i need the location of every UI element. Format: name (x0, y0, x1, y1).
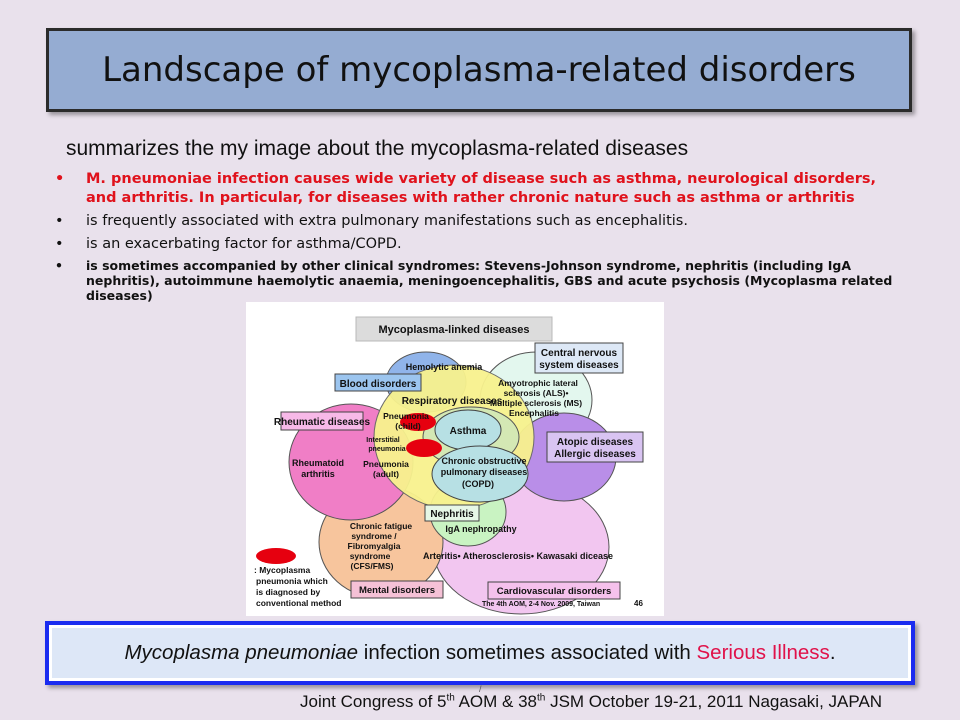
diagram-heading: Mycoplasma-linked diseases (378, 324, 529, 336)
cns-box (534, 342, 624, 374)
arteritis-label: Arteritis• Atherosclerosis• Kawasaki dic… (423, 551, 613, 561)
cfs-label-1: Chronic fatigue (350, 521, 413, 531)
interstitial-label-2: pneumonia (368, 446, 405, 453)
pneumonia-child-label-1: Pneumonia (383, 411, 429, 421)
footer-part-1: Joint Congress of 5 (300, 692, 447, 711)
banner: Mycoplasma pneumoniae infection sometime… (45, 621, 915, 685)
interstitial-label-1: Interstitial (366, 437, 400, 444)
als-label-3: Multiple sclerosis (MS) (490, 398, 582, 408)
cfs-label-3: Fibromyalgia (348, 541, 401, 551)
legend-line-2: pneumonia which (256, 576, 328, 586)
rheumatoid-label-2: arthritis (301, 469, 335, 479)
pneumonia-child-label-2: (child) (395, 421, 421, 431)
page-title: Landscape of mycoplasma-related disorder… (102, 50, 856, 90)
pneumonia-red-marker (400, 413, 436, 431)
als-label-4: Encephalitis (509, 408, 559, 418)
footer-sup-1: th (446, 692, 455, 704)
mental-box (350, 580, 444, 599)
atopic-box (546, 431, 644, 463)
pneumonia-red-marker (406, 439, 442, 457)
cfs-label-2: syndrome / (351, 531, 397, 541)
bullet-item: • is sometimes accompanied by other clini… (50, 258, 910, 303)
legend-line-3: is diagnosed by (256, 587, 321, 597)
copd-label-1: Chronic obstructive (441, 456, 526, 466)
iga-label: IgA nephropathy (445, 524, 516, 534)
bullet-item: • M. pneumoniae infection causes wide var… (50, 170, 910, 208)
blood-disorders-label: Blood disorders (340, 379, 417, 390)
banner-end: . (829, 641, 836, 664)
atopic-label-1: Atopic diseases (557, 437, 634, 448)
bullet-icon: • (55, 171, 65, 187)
slide-page-number: 46 (634, 599, 643, 608)
disease-diagram: Mycoplasma-linked diseases Blood disorde… (246, 302, 664, 616)
footer: Joint Congress of 5th AOM & 38th JSM Oct… (300, 692, 882, 712)
banner-middle: infection sometimes associated with (358, 641, 697, 664)
respiratory-label: Respiratory diseases (402, 396, 503, 407)
rheumatoid-label-1: Rheumatoid (292, 458, 344, 468)
pneumonia-adult-label-1: Pneumonia (363, 459, 409, 469)
als-label-1: Amyotrophic lateral (498, 378, 578, 388)
asthma-label: Asthma (450, 426, 487, 437)
bullet-icon: • (55, 213, 64, 229)
cardio-box (487, 581, 621, 600)
blood-disorders-box (334, 373, 422, 392)
bullet-list: • M. pneumoniae infection causes wide var… (50, 170, 910, 303)
nephritis-box (424, 504, 480, 522)
legend-line-4: conventional method (256, 598, 341, 608)
cardio-label: Cardiovascular disorders (497, 586, 612, 597)
rheumatic-box (280, 411, 364, 431)
footer-part-3: JSM October 19-21, 2011 Nagasaki, JAPAN (545, 692, 883, 711)
rheumatic-label: Rheumatic diseases (274, 417, 371, 428)
als-label-2: sclerosis (ALS)• (504, 388, 569, 398)
legend-red-marker (256, 548, 296, 564)
subtitle: summarizes the my image about the mycopl… (66, 137, 689, 160)
atopic-label-2: Allergic diseases (554, 449, 636, 460)
legend-line-1: : Mycoplasma (254, 565, 310, 575)
bullet-icon: • (55, 236, 64, 252)
bullet-item: • is frequently associated with extra pul… (50, 212, 910, 231)
cns-label-1: Central nervous (541, 348, 618, 359)
bullet-text: is frequently associated with extra pulm… (86, 213, 688, 229)
banner-italic: Mycoplasma pneumoniae (124, 641, 359, 664)
footer-part-2: AOM & 38 (454, 692, 538, 711)
conference-note: The 4th AOM, 2-4 Nov. 2009, Taiwan (482, 601, 600, 608)
cns-label-2: system diseases (539, 360, 619, 371)
bullet-text: is sometimes accompanied by other clinic… (86, 258, 893, 303)
slash-mark: / (479, 684, 482, 694)
copd-label-3: (COPD) (462, 479, 494, 489)
footer-sup-2: th (537, 692, 546, 704)
hemolytic-anemia-label: Hemolytic anemia (406, 362, 484, 372)
title-box: Landscape of mycoplasma-related disorder… (46, 28, 912, 112)
diagram-heading-box (355, 316, 553, 342)
banner-inner: Mycoplasma pneumoniae infection sometime… (52, 628, 908, 678)
bullet-item: • is an exacerbating factor for asthma/CO… (50, 235, 910, 254)
cfs-label-5: (CFS/FMS) (351, 561, 394, 571)
nephritis-label: Nephritis (430, 509, 474, 520)
disease-diagram-svg: Mycoplasma-linked diseases Blood disorde… (254, 316, 644, 615)
bullet-text: is an exacerbating factor for asthma/COP… (86, 236, 402, 252)
copd-circle (431, 445, 529, 503)
mental-label: Mental disorders (359, 585, 435, 596)
bullet-icon: • (55, 258, 63, 273)
pneumonia-adult-label-2: (adult) (373, 469, 399, 479)
copd-label-2: pulmonary diseases (441, 467, 528, 477)
bullet-text: M. pneumoniae infection causes wide vari… (86, 171, 877, 206)
banner-highlight: Serious Illness (696, 641, 830, 664)
cfs-label-4: syndrome (350, 551, 391, 561)
